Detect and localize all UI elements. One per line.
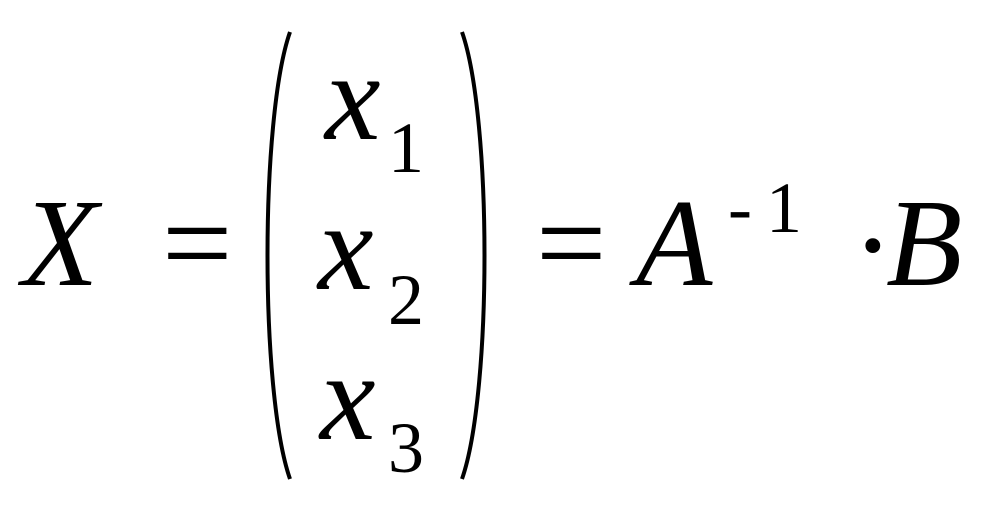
equals-sign-1: = xyxy=(162,175,233,313)
exponent-sign: - xyxy=(728,168,752,248)
equals-sign-2: = xyxy=(536,175,607,313)
lhs-variable-X: X xyxy=(22,175,99,313)
vector-entry-x1: x xyxy=(325,29,381,167)
multiplication-dot: · xyxy=(852,177,894,315)
left-parenthesis xyxy=(265,31,292,480)
vector-entry-x2-index: 2 xyxy=(388,260,424,340)
vector-entry-x3-index: 3 xyxy=(388,408,424,488)
right-parenthesis xyxy=(460,31,487,480)
matrix-A: A xyxy=(636,175,713,313)
vector-entry-x2: x xyxy=(318,179,374,317)
vector-entry-x3: x xyxy=(320,329,376,467)
exponent-value: 1 xyxy=(766,168,802,248)
vector-entry-x1-index: 1 xyxy=(388,108,424,188)
vector-B: B xyxy=(886,175,963,313)
